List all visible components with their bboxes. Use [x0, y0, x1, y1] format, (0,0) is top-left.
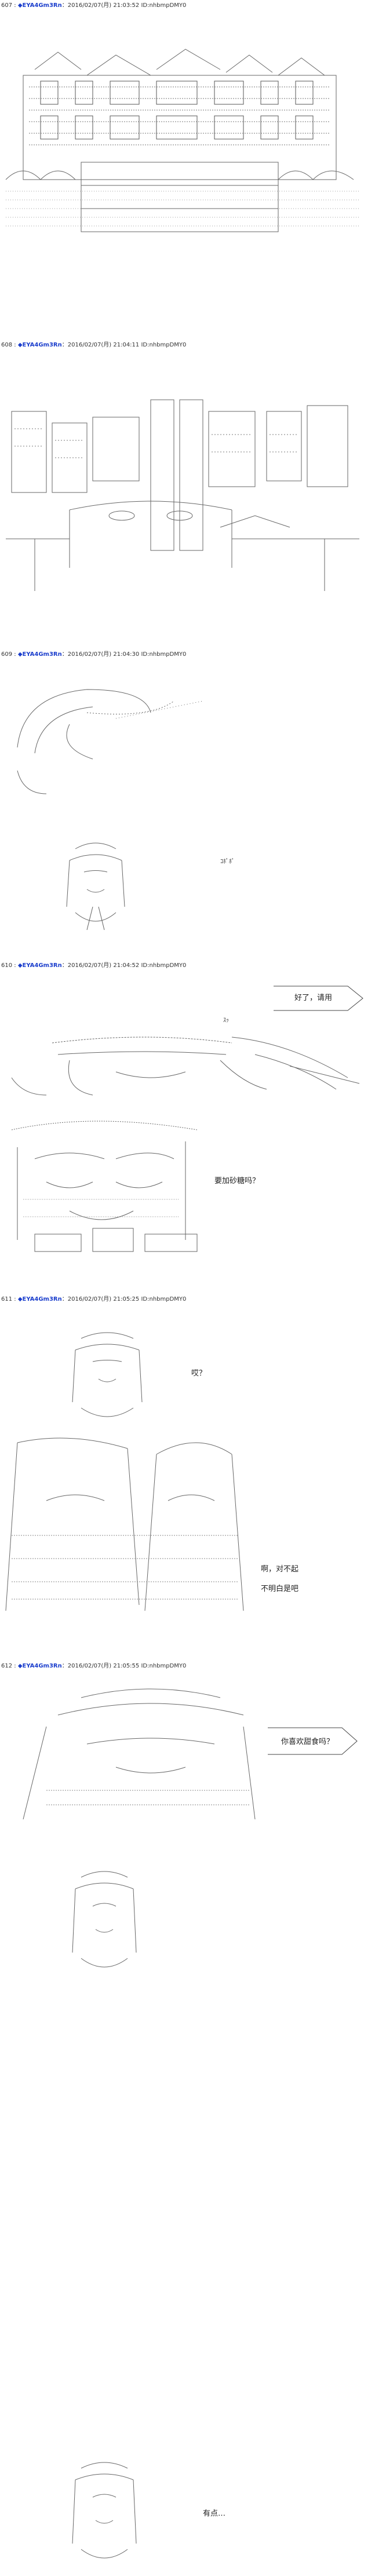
- poster-name[interactable]: ◆EYA4Gm3Rn: [17, 962, 62, 969]
- dialog-line: 哎？: [191, 1369, 207, 1378]
- post-header: 612 : ◆EYA4Gm3Rn：2016/02/07(月) 21:05:55 …: [1, 1663, 186, 1670]
- post-number: 609 :: [1, 651, 16, 658]
- sound-effect-text: ｽｯ: [223, 1017, 229, 1024]
- mansion-ascii-art: [5, 49, 359, 232]
- post-header: 607 : ◆EYA4Gm3Rn：2016/02/07(月) 21:03:52 …: [1, 2, 186, 9]
- post-meta: ：2016/02/07(月) 21:05:25 ID:nhbmpDMY0: [61, 1296, 187, 1302]
- post-meta: ：2016/02/07(月) 21:04:30 ID:nhbmpDMY0: [61, 651, 187, 658]
- post-meta: ：2016/02/07(月) 21:03:52 ID:nhbmpDMY0: [61, 2, 187, 9]
- pouring-ascii-art: [17, 689, 203, 794]
- dialog-line: 啊，对不起: [261, 1565, 299, 1574]
- poster-name[interactable]: ◆EYA4Gm3Rn: [17, 1296, 62, 1302]
- sound-effect-text: ｺﾎﾟﾎﾟ: [220, 859, 235, 865]
- post-header: 611 : ◆EYA4Gm3Rn：2016/02/07(月) 21:05:25 …: [1, 1296, 186, 1303]
- dialog-line: 要加砂糖吗？: [214, 1177, 260, 1185]
- interior-ascii-art: [6, 399, 359, 591]
- dialog-line: 不明白是吧: [261, 1585, 299, 1593]
- post-meta: ：2016/02/07(月) 21:04:11 ID:nhbmpDMY0: [61, 342, 187, 348]
- dialog-line: 好了，请用: [294, 994, 333, 1002]
- post-number: 607 :: [1, 2, 16, 9]
- post-number: 608 :: [1, 342, 16, 348]
- character-with-hat-ascii-art: [23, 1688, 256, 1820]
- dialog-line: 有点…: [203, 2509, 226, 2518]
- character-ascii-art: [72, 1332, 143, 1417]
- post-header: 608 : ◆EYA4Gm3Rn：2016/02/07(月) 21:04:11 …: [1, 342, 186, 349]
- poster-name[interactable]: ◆EYA4Gm3Rn: [17, 651, 62, 658]
- character-ascii-art: [72, 1871, 137, 1968]
- post-number: 612 :: [1, 1663, 16, 1669]
- poster-name[interactable]: ◆EYA4Gm3Rn: [17, 1663, 62, 1669]
- poster-name[interactable]: ◆EYA4Gm3Rn: [17, 2, 62, 9]
- post-number: 610 :: [1, 962, 16, 969]
- post-number: 611 :: [1, 1296, 16, 1302]
- character-ascii-art: [72, 2462, 137, 2559]
- tea-serving-ascii-art: [11, 1037, 360, 1096]
- tea-pouring-ascii-art: [11, 1121, 198, 1252]
- character-ascii-art: [66, 842, 125, 931]
- speech-bubble-icon: [268, 1727, 358, 1755]
- post-header: 609 : ◆EYA4Gm3Rn：2016/02/07(月) 21:04:30 …: [1, 651, 186, 658]
- post-header: 610 : ◆EYA4Gm3Rn：2016/02/07(月) 21:04:52 …: [1, 962, 186, 969]
- two-characters-ascii-art: [5, 1437, 244, 1611]
- post-meta: ：2016/02/07(月) 21:04:52 ID:nhbmpDMY0: [61, 962, 187, 969]
- speech-bubble-icon: [274, 986, 363, 1011]
- poster-name[interactable]: ◆EYA4Gm3Rn: [17, 342, 62, 348]
- dialog-line: 你喜欢甜食吗？: [281, 1738, 334, 1746]
- post-meta: ：2016/02/07(月) 21:05:55 ID:nhbmpDMY0: [61, 1663, 187, 1669]
